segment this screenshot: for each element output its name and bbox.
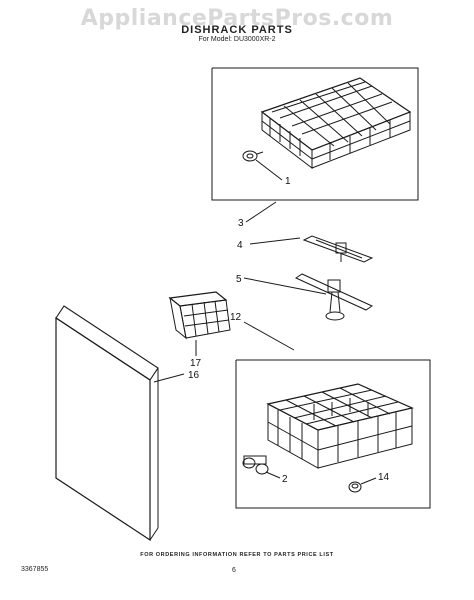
rack-roller-part-1	[242, 150, 264, 162]
silverware-basket-part-17	[168, 291, 231, 340]
page-number: 6	[232, 567, 236, 574]
lower-dishrack	[266, 383, 414, 469]
spray-arm-tube-part-5	[294, 273, 374, 321]
callout-4: 4	[237, 240, 243, 251]
ordering-note: FOR ORDERING INFORMATION REFER TO PARTS …	[140, 552, 334, 558]
callout-2: 2	[282, 474, 288, 485]
callout-14: 14	[378, 472, 390, 483]
upper-dishrack	[260, 77, 412, 170]
callout-3: 3	[238, 218, 244, 229]
document-number: 3367855	[21, 566, 49, 573]
callout-1: 1	[285, 176, 291, 187]
callout-12: 12	[230, 312, 242, 323]
model-subtitle: For Model: DU3000XR-2	[198, 36, 276, 43]
rack-stop-part-14	[348, 481, 362, 493]
upper-rack-frame	[211, 67, 419, 201]
spray-arm-part-4	[302, 235, 374, 263]
lower-rack-roller-part-2	[242, 455, 269, 475]
callout-17: 17	[190, 358, 202, 369]
door-panel-part-16	[55, 305, 159, 542]
page-title: DISHRACK PARTS	[181, 24, 293, 36]
callout-5: 5	[236, 274, 242, 285]
watermark: AppliancePartsPros.com	[80, 6, 394, 31]
callout-16: 16	[188, 370, 200, 381]
lower-rack-frame	[235, 359, 431, 509]
